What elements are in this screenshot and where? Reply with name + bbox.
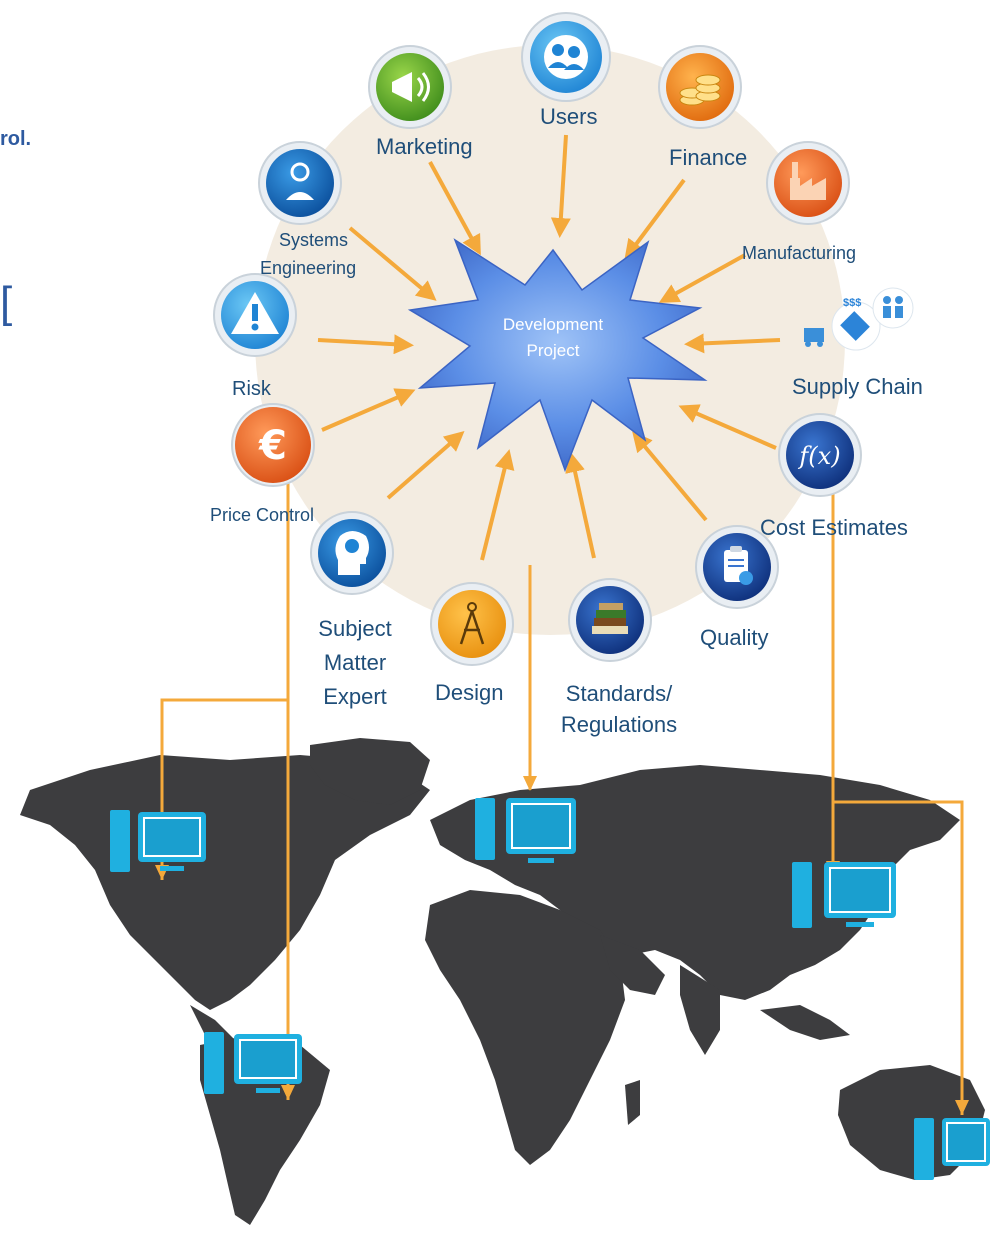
development-project-line2: Project [526, 341, 580, 360]
connector-branch-australia [833, 800, 964, 1115]
computer-icon-europe [475, 798, 576, 863]
arrow-cost-estimates [678, 404, 777, 450]
world-map [20, 738, 985, 1225]
price-control-euro-icon: € [231, 403, 315, 487]
label-risk: Risk [232, 378, 271, 400]
partial-bracket-glyph: [ [0, 278, 13, 327]
subject-matter-expert-brain-icon [310, 511, 394, 595]
supply-chain-icon: $$$ [804, 287, 914, 351]
marketing-icon [368, 45, 452, 129]
risk-icon [213, 273, 297, 357]
label-price-control: Price Control [210, 505, 315, 525]
arrow-manufacturing [658, 253, 746, 303]
label-systems-engineering-1: Systems [279, 230, 349, 250]
radial-arrows [317, 134, 781, 561]
label-standards-line2: Regulations [560, 712, 678, 737]
arrow-sme [386, 431, 465, 500]
label-marketing: Marketing [376, 134, 473, 159]
svg-text:f(x): f(x) [797, 442, 840, 470]
arrow-systems-engineering [348, 226, 437, 301]
standards-books-icon [568, 578, 652, 662]
label-design: Design [435, 680, 504, 705]
quality-clipboard-icon [695, 525, 779, 609]
label-finance: Finance [669, 145, 748, 170]
label-systems-engineering-2: Engineering [260, 258, 357, 278]
label-standards-line1: Standards/ [565, 681, 673, 706]
partial-heading-text: rol. [0, 128, 32, 150]
arrow-quality [632, 431, 708, 522]
svg-text:€: € [258, 423, 287, 469]
systems-engineering-icon [258, 141, 342, 225]
arrow-supply-chain [684, 333, 781, 354]
label-sme-line3: Expert [323, 684, 387, 709]
label-cost-estimates: Cost Estimates [760, 515, 908, 540]
label-subject-matter-expert: Subject Matter Expert [300, 612, 410, 714]
computer-icon-south-america [204, 1032, 302, 1094]
design-compass-icon [430, 582, 514, 666]
label-supply-chain: Supply Chain [792, 374, 923, 399]
arrow-users [550, 134, 571, 238]
development-project-starburst [407, 238, 708, 473]
computer-icon-north-america [110, 810, 206, 872]
arrow-price-control [321, 388, 416, 432]
label-users: Users [540, 104, 598, 129]
computer-icon-australia [914, 1118, 990, 1180]
cost-estimates-function-icon: f(x) [778, 413, 862, 497]
label-manufacturing: Manufacturing [742, 243, 857, 263]
manufacturing-icon [766, 141, 850, 225]
arrow-risk [317, 334, 414, 355]
development-project-label: Development Project [478, 312, 628, 364]
label-sme-line1: Subject [318, 616, 392, 641]
finance-icon [658, 45, 742, 129]
users-icon [521, 12, 611, 102]
development-project-line1: Development [502, 315, 604, 334]
label-sme-line2: Matter [323, 650, 387, 675]
arrow-design [480, 449, 515, 561]
computer-icon-asia [792, 862, 896, 928]
label-standards-regulations: Standards/ Regulations [552, 678, 686, 740]
arrow-marketing [428, 161, 481, 256]
arrow-finance [624, 178, 686, 260]
connector-lines [160, 470, 964, 1115]
arrow-standards [565, 452, 596, 559]
svg-text:$$$: $$$ [843, 297, 861, 309]
label-quality: Quality [700, 625, 769, 650]
